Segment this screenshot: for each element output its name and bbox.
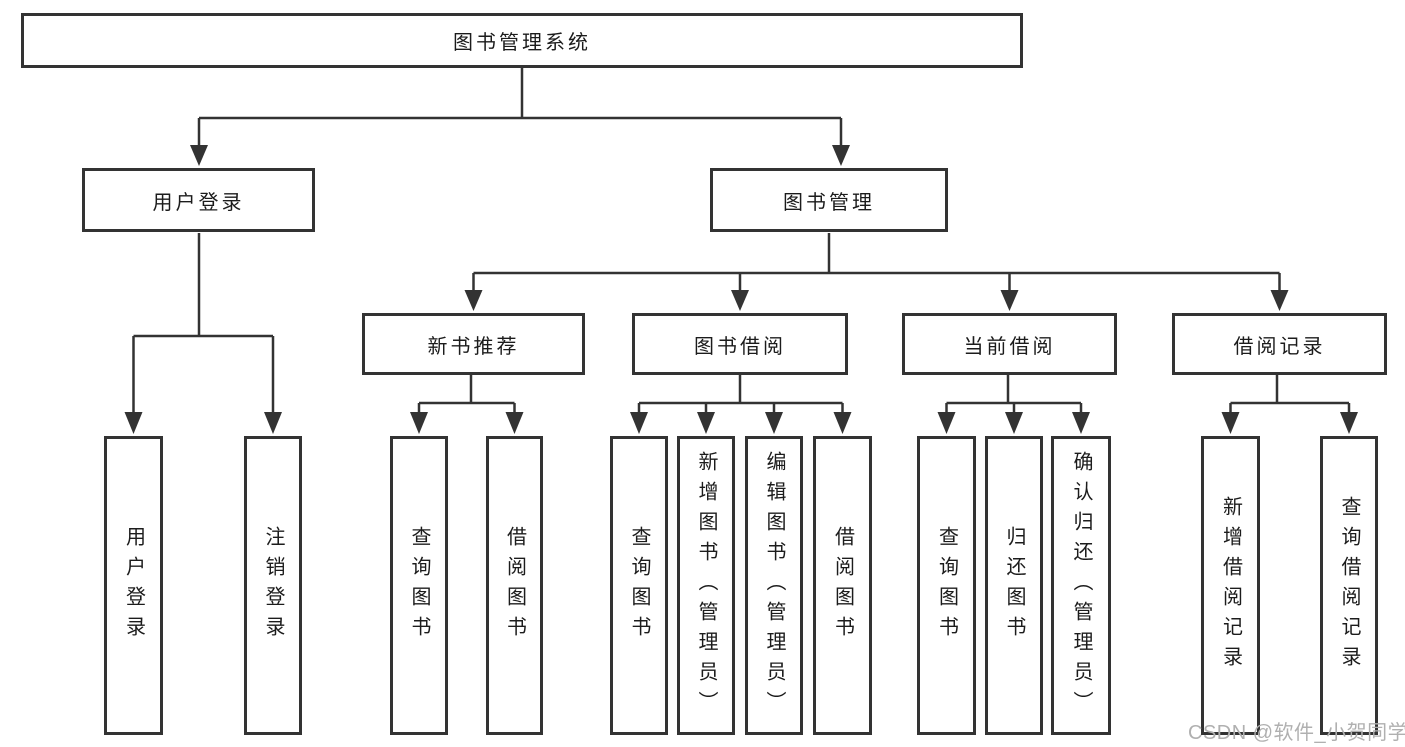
leaf-nbr-borrow-books: 借阅图书 bbox=[486, 436, 543, 735]
leaf-br-query-record-label: 查询借阅记录 bbox=[1338, 495, 1360, 676]
leaf-nbr-borrow-books-label: 借阅图书 bbox=[503, 525, 526, 646]
leaf-user-login-label: 用户登录 bbox=[122, 525, 145, 646]
node-book-management-label: 图书管理 bbox=[783, 191, 875, 214]
node-new-book-recommend-label: 新书推荐 bbox=[427, 335, 520, 358]
leaf-br-query-record: 查询借阅记录 bbox=[1320, 436, 1378, 735]
leaf-bb-query-books-label: 查询图书 bbox=[628, 525, 650, 646]
leaf-cb-confirm-return-admin-label: 确认归还（管理员） bbox=[1070, 450, 1092, 721]
node-new-book-recommend: 新书推荐 bbox=[362, 313, 585, 375]
node-book-management: 图书管理 bbox=[710, 168, 948, 232]
node-book-borrow: 图书借阅 bbox=[632, 313, 848, 375]
node-user-login: 用户登录 bbox=[82, 168, 315, 232]
leaf-cb-query-books-label: 查询图书 bbox=[935, 525, 958, 646]
leaf-br-add-record: 新增借阅记录 bbox=[1201, 436, 1260, 735]
leaf-cb-query-books: 查询图书 bbox=[917, 436, 976, 735]
leaf-bb-add-books-admin: 新增图书（管理员） bbox=[677, 436, 735, 735]
leaf-cb-return-books: 归还图书 bbox=[985, 436, 1043, 735]
node-root-system-label: 图书管理系统 bbox=[453, 32, 591, 54]
node-user-login-label: 用户登录 bbox=[152, 191, 245, 214]
leaf-bb-query-books: 查询图书 bbox=[610, 436, 668, 735]
node-current-borrow: 当前借阅 bbox=[902, 313, 1117, 375]
node-book-borrow-label: 图书借阅 bbox=[694, 335, 786, 358]
leaf-bb-borrow-books: 借阅图书 bbox=[813, 436, 872, 735]
leaf-bb-borrow-books-label: 借阅图书 bbox=[831, 525, 854, 646]
leaf-br-add-record-label: 新增借阅记录 bbox=[1219, 495, 1242, 676]
node-borrow-records: 借阅记录 bbox=[1172, 313, 1387, 375]
node-borrow-records-label: 借阅记录 bbox=[1233, 335, 1326, 358]
leaf-cb-confirm-return-admin: 确认归还（管理员） bbox=[1051, 436, 1111, 735]
leaf-user-login: 用户登录 bbox=[104, 436, 163, 735]
node-root-system: 图书管理系统 bbox=[21, 13, 1023, 68]
leaf-logout: 注销登录 bbox=[244, 436, 302, 735]
leaf-bb-edit-books-admin-label: 编辑图书（管理员） bbox=[763, 450, 785, 721]
leaf-nbr-query-books: 查询图书 bbox=[390, 436, 448, 735]
leaf-bb-edit-books-admin: 编辑图书（管理员） bbox=[745, 436, 803, 735]
leaf-logout-label: 注销登录 bbox=[262, 525, 284, 646]
leaf-nbr-query-books-label: 查询图书 bbox=[408, 525, 430, 646]
leaf-cb-return-books-label: 归还图书 bbox=[1003, 525, 1025, 646]
arrowheads bbox=[124, 145, 1358, 434]
leaf-bb-add-books-admin-label: 新增图书（管理员） bbox=[695, 450, 717, 721]
node-current-borrow-label: 当前借阅 bbox=[963, 335, 1056, 358]
csdn-watermark: CSDN @软件_小贺同学 bbox=[1188, 722, 1405, 744]
